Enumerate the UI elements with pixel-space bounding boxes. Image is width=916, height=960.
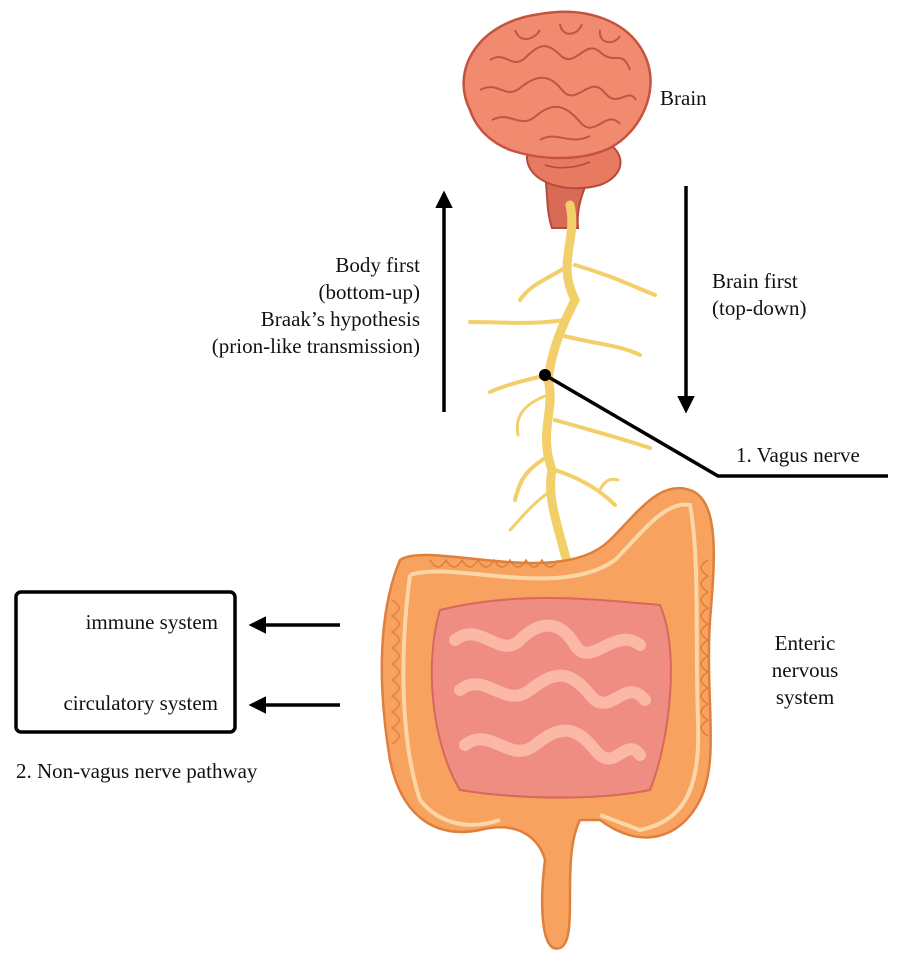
brain-first-label: Brain first (top-down) <box>712 268 806 322</box>
body-first-label: Body first (bottom-up) Braak’s hypothesi… <box>180 252 420 360</box>
enteric-line-1: Enteric <box>774 631 836 655</box>
immune-system-label: immune system <box>85 610 218 634</box>
intestine-illustration <box>380 486 716 950</box>
systems-box <box>14 590 237 734</box>
brain-illustration <box>462 10 652 229</box>
non-vagus-pathway-label: 2. Non-vagus nerve pathway <box>16 759 258 783</box>
vagus-nerve-illustration <box>468 200 657 580</box>
circulatory-system-label: circulatory system <box>63 691 218 715</box>
body-first-line-4: (prion-like transmission) <box>211 334 420 358</box>
brain-first-line-2: (top-down) <box>712 296 807 320</box>
body-first-line-1: Body first <box>335 253 420 277</box>
body-first-line-3: Braak’s hypothesis <box>260 307 420 331</box>
brain-label: Brain <box>660 86 707 110</box>
body-first-line-2: (bottom-up) <box>318 280 420 304</box>
vagus-nerve-label: 1. Vagus nerve <box>736 443 860 467</box>
vagus-nerve-leader <box>544 373 888 478</box>
enteric-line-2: nervous <box>771 658 839 682</box>
enteric-nervous-system-label: Enteric nervous system <box>760 630 850 711</box>
enteric-line-3: system <box>775 685 835 709</box>
brain-first-line-1: Brain first <box>712 269 798 293</box>
